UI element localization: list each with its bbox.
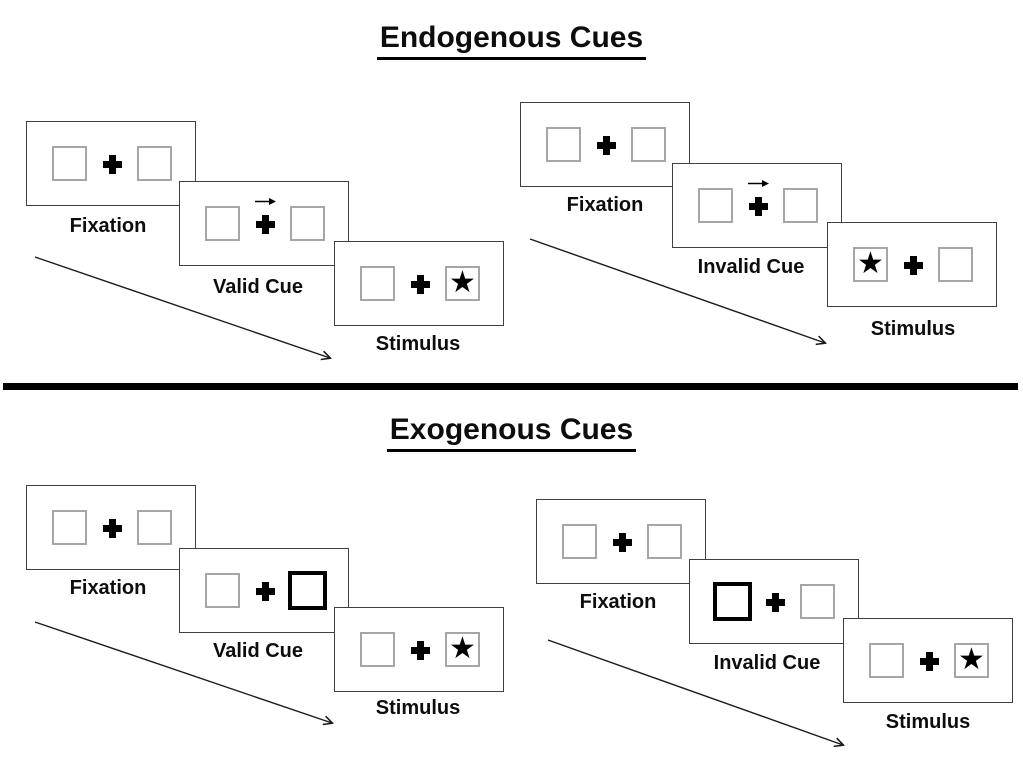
highlighted-cue-box	[713, 582, 752, 621]
timeline-arrow	[529, 238, 835, 352]
right-placeholder-box	[938, 247, 973, 282]
exogenous-title-text: Exogenous Cues	[386, 413, 637, 452]
fixation-cross-icon	[766, 593, 785, 612]
fixation-cross-icon	[613, 533, 632, 552]
left-placeholder-box	[205, 206, 240, 241]
exogenous-section-title: Exogenous Cues	[0, 413, 1023, 452]
fixation-panel	[26, 121, 196, 206]
fixation-cross-icon	[411, 641, 430, 660]
right-placeholder-box	[631, 127, 666, 162]
star-stimulus-box: ★	[445, 266, 480, 301]
timeline-arrow	[547, 639, 853, 755]
fixation-cross-icon	[904, 256, 923, 275]
step-label-valid-cue: Valid Cue	[212, 276, 304, 298]
fixation-cross-icon	[103, 155, 122, 174]
right-arrow-cue-icon	[748, 180, 769, 187]
section-divider	[3, 383, 1018, 390]
fixation-cross-icon	[256, 215, 275, 234]
left-placeholder-box	[562, 524, 597, 559]
stimulus-panel: ★	[827, 222, 997, 307]
fixation-panel	[536, 499, 706, 584]
left-placeholder-box	[869, 643, 904, 678]
step-label-stimulus: Stimulus	[885, 711, 971, 733]
right-placeholder-box	[137, 510, 172, 545]
left-placeholder-box	[360, 632, 395, 667]
valid-cue-panel	[179, 548, 349, 633]
fixation-cross-icon	[103, 519, 122, 538]
star-stimulus-box: ★	[853, 247, 888, 282]
fixation-cross-icon	[920, 652, 939, 671]
step-label-fixation: Fixation	[579, 591, 657, 613]
fixation-cross-icon	[749, 197, 768, 216]
left-placeholder-box	[698, 188, 733, 223]
star-icon: ★	[449, 630, 476, 666]
highlighted-cue-box	[288, 571, 327, 610]
step-label-stimulus: Stimulus	[870, 318, 956, 340]
valid-cue-panel	[179, 181, 349, 266]
right-placeholder-box	[647, 524, 682, 559]
step-label-fixation: Fixation	[69, 577, 147, 599]
star-icon: ★	[958, 641, 985, 677]
fixation-cross-icon	[597, 136, 616, 155]
step-label-stimulus: Stimulus	[375, 333, 461, 355]
right-placeholder-box	[137, 146, 172, 181]
stimulus-panel: ★	[334, 241, 504, 326]
left-placeholder-box	[52, 510, 87, 545]
step-label-fixation: Fixation	[69, 215, 147, 237]
left-placeholder-box	[360, 266, 395, 301]
fixation-panel	[26, 485, 196, 570]
right-placeholder-box	[290, 206, 325, 241]
star-stimulus-box: ★	[445, 632, 480, 667]
timeline-arrow	[34, 621, 342, 733]
fixation-cross-icon	[256, 582, 275, 601]
right-placeholder-box	[783, 188, 818, 223]
endogenous-title-text: Endogenous Cues	[376, 21, 647, 60]
timeline-arrow	[34, 256, 340, 368]
left-placeholder-box	[52, 146, 87, 181]
star-icon: ★	[449, 264, 476, 300]
star-icon: ★	[857, 245, 884, 281]
step-label-invalid-cue: Invalid Cue	[697, 256, 805, 278]
right-placeholder-box	[800, 584, 835, 619]
star-stimulus-box: ★	[954, 643, 989, 678]
step-label-fixation: Fixation	[566, 194, 644, 216]
invalid-cue-panel	[689, 559, 859, 644]
fixation-cross-icon	[411, 275, 430, 294]
step-label-stimulus: Stimulus	[375, 697, 461, 719]
step-label-valid-cue: Valid Cue	[212, 640, 304, 662]
right-arrow-cue-icon	[255, 198, 276, 205]
left-placeholder-box	[205, 573, 240, 608]
stimulus-panel: ★	[334, 607, 504, 692]
left-placeholder-box	[546, 127, 581, 162]
step-label-invalid-cue: Invalid Cue	[713, 652, 821, 674]
invalid-cue-panel	[672, 163, 842, 248]
endogenous-section-title: Endogenous Cues	[0, 21, 1023, 60]
fixation-panel	[520, 102, 690, 187]
stimulus-panel: ★	[843, 618, 1013, 703]
